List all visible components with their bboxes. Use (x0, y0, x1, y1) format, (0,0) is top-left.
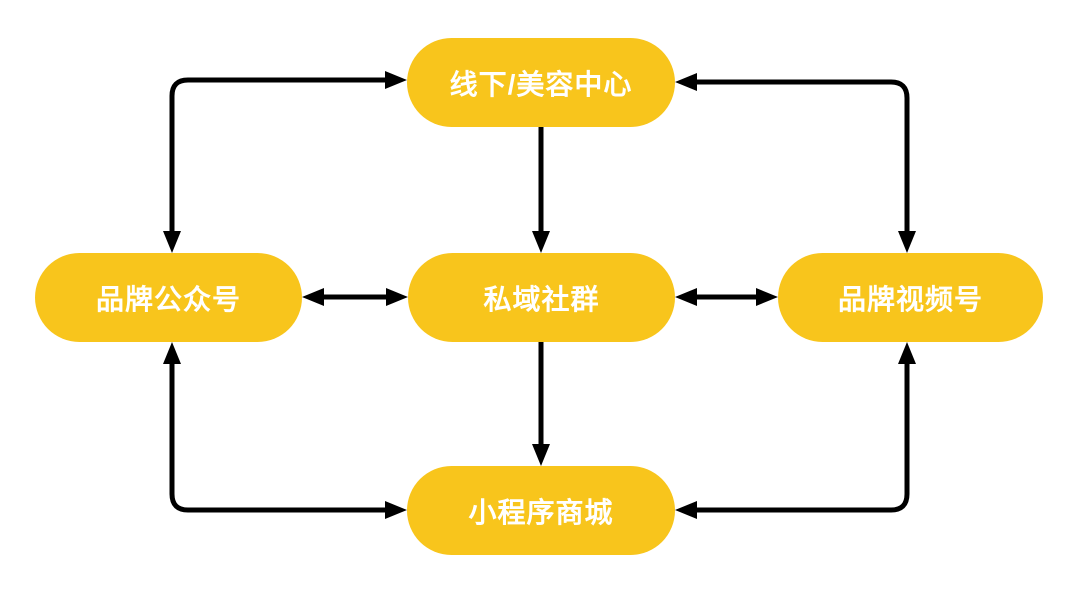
edge-private-community-video-account (675, 288, 778, 306)
node-brand-official-account: 品牌公众号 (35, 253, 302, 342)
node-brand-video-account: 品牌视频号 (778, 253, 1043, 342)
node-label: 私域社群 (483, 283, 600, 315)
node-mini-program-mall: 小程序商城 (407, 466, 675, 555)
node-label: 线下/美容中心 (449, 68, 633, 100)
edge-official-account-mini-program-mall (163, 342, 407, 519)
node-private-domain-community: 私域社群 (408, 253, 675, 342)
edge-official-account-private-community (302, 288, 408, 306)
edge-official-account-offline (163, 71, 407, 253)
edge-offline-video-account (675, 73, 916, 253)
edge-mini-program-mall-video-account (675, 342, 916, 519)
node-offline-beauty-center: 线下/美容中心 (407, 38, 675, 127)
edge-private-community-mini-program-mall (532, 342, 550, 466)
node-label: 品牌视频号 (837, 283, 983, 315)
node-label: 小程序商城 (468, 496, 614, 528)
node-label: 品牌公众号 (95, 283, 241, 315)
edge-offline-private-community (532, 127, 550, 253)
